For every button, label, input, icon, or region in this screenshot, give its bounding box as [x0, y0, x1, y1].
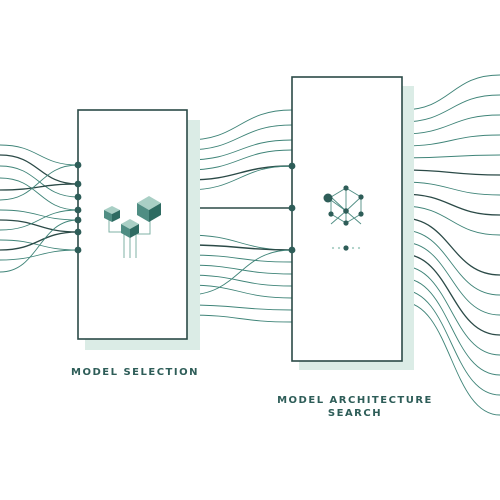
search-input-node	[288, 162, 296, 170]
cubes-icon	[104, 196, 161, 258]
outgoing-line	[401, 253, 500, 336]
outgoing-line	[401, 154, 500, 159]
input-node	[74, 193, 82, 201]
incoming-line	[0, 154, 79, 185]
outgoing-lines-right	[401, 74, 500, 416]
outgoing-line	[401, 301, 500, 416]
connecting-line	[186, 314, 293, 323]
outgoing-line	[401, 134, 500, 147]
connecting-line	[186, 284, 293, 299]
connecting-line	[186, 109, 293, 141]
search-input-node	[288, 204, 296, 212]
connecting-line	[186, 249, 293, 296]
outgoing-line	[401, 217, 500, 276]
outgoing-line	[401, 193, 500, 216]
incoming-line	[0, 219, 79, 273]
input-node	[74, 206, 82, 214]
connecting-lines-middle	[186, 109, 293, 323]
incoming-line	[0, 231, 79, 251]
input-node	[74, 246, 82, 254]
incoming-line	[0, 239, 79, 251]
model-search-box	[291, 76, 403, 362]
connection-nodes	[74, 161, 296, 254]
outgoing-line	[401, 74, 500, 111]
outgoing-line	[401, 241, 500, 316]
connecting-line	[186, 264, 293, 275]
outgoing-line	[401, 265, 500, 356]
input-node	[74, 228, 82, 236]
incoming-lines-left	[0, 144, 79, 273]
input-node	[74, 161, 82, 169]
incoming-line	[0, 144, 79, 166]
incoming-line	[0, 209, 79, 231]
outgoing-line	[401, 277, 500, 376]
model-architecture-search-label: MODEL ARCHITECTURE SEARCH	[277, 395, 433, 419]
connecting-line	[186, 149, 293, 171]
connecting-line	[186, 139, 293, 161]
outgoing-line	[401, 181, 500, 196]
outgoing-line	[401, 114, 500, 135]
connecting-line	[186, 254, 293, 263]
connecting-line	[186, 304, 293, 311]
pagination-dots	[331, 245, 361, 251]
incoming-line	[0, 209, 79, 221]
connecting-line	[186, 274, 293, 287]
outgoing-line	[401, 94, 500, 123]
outgoing-line	[401, 205, 500, 236]
outgoing-line	[401, 169, 500, 176]
incoming-line	[0, 164, 79, 201]
connecting-line	[186, 244, 293, 251]
incoming-line	[0, 165, 79, 198]
model-selection-label: MODEL SELECTION	[71, 367, 199, 378]
model-architecture-search-block	[291, 76, 414, 370]
search-input-node	[288, 246, 296, 254]
incoming-line	[0, 219, 79, 233]
input-node	[74, 180, 82, 188]
incoming-line	[0, 249, 79, 261]
input-node	[74, 216, 82, 224]
connecting-line	[186, 124, 293, 151]
outgoing-line	[401, 229, 500, 296]
connecting-line	[186, 165, 293, 191]
outgoing-line	[401, 289, 500, 396]
incoming-line	[0, 183, 79, 191]
incoming-line	[0, 177, 79, 211]
network-graph-nodes	[323, 185, 364, 226]
